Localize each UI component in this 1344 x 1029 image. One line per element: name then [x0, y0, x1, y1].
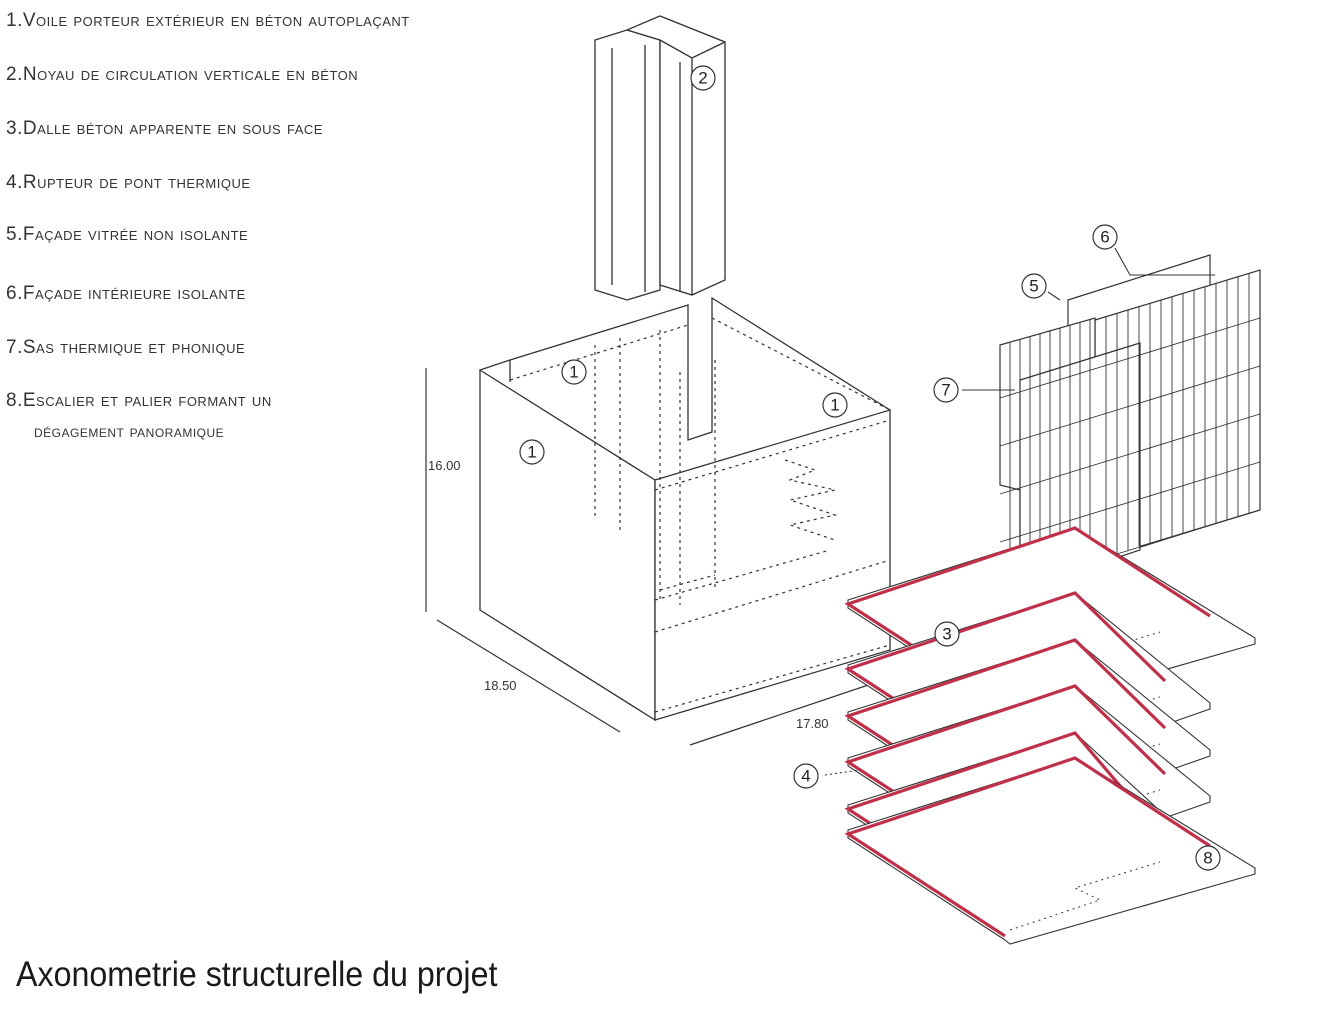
facade-transom [999, 365, 1261, 447]
legend-item-8-continued: dégagement panoramique [34, 422, 225, 441]
legend-item-5: 5.Façade vitrée non isolante [6, 224, 249, 245]
callout-number: 3 [942, 625, 951, 644]
dimension-lines [425, 368, 899, 746]
callout-2: 2 [690, 65, 716, 91]
leader-lines [824, 247, 1215, 776]
callout-1: 1 [519, 439, 545, 465]
legend-item-1: 1.Voile porteur extérieur en béton autop… [6, 10, 410, 31]
callout-circle [933, 377, 959, 403]
callout-number: 1 [830, 396, 839, 415]
facade-transom [999, 317, 1261, 399]
dim-width: 17.80 [796, 716, 829, 731]
legend-item-4: 4.Rupteur de pont thermique [6, 172, 251, 193]
exterior-walls [479, 296, 891, 722]
legend-item-8: 8.Escalier et palier formant un [6, 390, 272, 411]
callout-1: 1 [561, 359, 587, 385]
circulation-core [594, 15, 726, 301]
dim-depth: 18.50 [484, 678, 517, 693]
callout-3: 3 [934, 621, 960, 647]
callout-4: 4 [793, 763, 819, 789]
callouts: 1 1 1 2 3 4 5 6 7 8 [519, 65, 1221, 871]
callout-1: 1 [822, 392, 848, 418]
facade-transom [999, 413, 1261, 495]
facade-grid [999, 270, 1261, 591]
callout-8: 8 [1195, 845, 1221, 871]
callout-circle [1021, 273, 1047, 299]
dim-height: 16.00 [428, 458, 461, 473]
callout-7: 7 [933, 377, 959, 403]
legend-item-2: 2.Noyau de circulation verticale en béto… [6, 64, 359, 85]
callout-circle [793, 763, 819, 789]
thermal-break [844, 756, 1211, 938]
callout-number: 2 [698, 69, 707, 88]
callout-number: 5 [1029, 277, 1038, 296]
callout-circle [1195, 845, 1221, 871]
callout-6: 6 [1092, 224, 1118, 250]
legend-item-7: 7.Sas thermique et phonique [6, 337, 246, 358]
callout-number: 1 [527, 443, 536, 462]
callout-circle [561, 359, 587, 385]
callout-number: 8 [1203, 849, 1212, 868]
callout-number: 4 [801, 767, 810, 786]
callout-circle [822, 392, 848, 418]
facade-transom [999, 461, 1261, 543]
slab [844, 756, 1256, 945]
callout-circle [934, 621, 960, 647]
callout-circle [519, 439, 545, 465]
stair-outline [1009, 861, 1161, 931]
legend-item-6: 6.Façade intérieure isolante [6, 283, 246, 304]
callout-number: 6 [1100, 228, 1109, 247]
callout-circle [1092, 224, 1118, 250]
callout-number: 1 [569, 363, 578, 382]
callout-circle [690, 65, 716, 91]
floor-slabs [844, 526, 1256, 945]
legend-item-3: 3.Dalle béton apparente en sous face [6, 118, 323, 139]
diagram-caption: Axonometrie structurelle du projet [16, 955, 498, 994]
internal-dashed-structure [509, 317, 891, 713]
callout-number: 7 [941, 381, 950, 400]
callout-5: 5 [1021, 273, 1047, 299]
